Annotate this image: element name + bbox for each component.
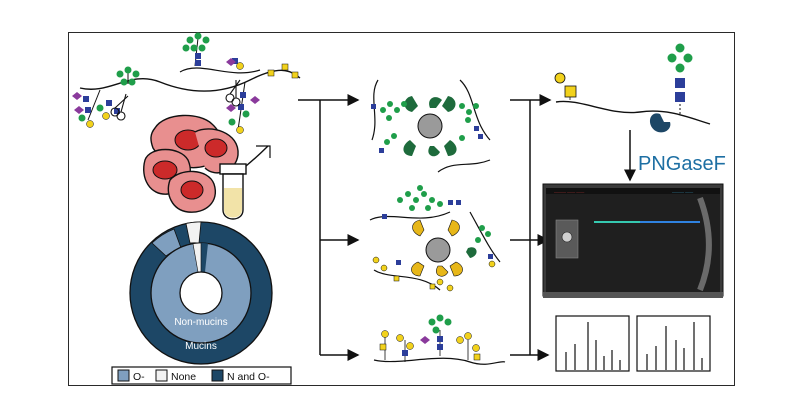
- glycan-chain-right: [226, 58, 299, 134]
- donut-hole: [179, 271, 223, 315]
- instrument-brand-text: ——— —— ——: [554, 189, 584, 194]
- donut-outer-label: Mucins: [185, 341, 217, 352]
- sample-tube-icon: [219, 145, 271, 220]
- legend-swatch-o: [117, 369, 130, 382]
- pngasef-label: PNGaseF: [638, 153, 726, 175]
- flow-arrows-left: [298, 94, 360, 361]
- legend-label-o: O-: [133, 371, 145, 383]
- unbound-glycoproteins: [373, 314, 506, 365]
- membrane-glycoproteins: [72, 32, 301, 134]
- glycosylation-donut: [129, 221, 273, 365]
- legend-swatch-none: [155, 369, 168, 382]
- pngasef-enzyme-icon: [649, 113, 671, 133]
- inner-slice-n-and-o: [201, 243, 208, 272]
- lectin-enrichment-mixed: [369, 185, 501, 292]
- donut-inner-label: Non-mucins: [174, 317, 227, 328]
- legend-label-n-and-o: N and O-: [227, 371, 270, 383]
- flow-arrows-right: [510, 94, 636, 361]
- lectin-enrichment-green: [371, 79, 491, 173]
- figure-frame: [68, 32, 735, 386]
- legend-label-none: None: [171, 371, 196, 383]
- glycan-tree-pngasef: [649, 43, 693, 133]
- mass-spectrometer-icon: ——— —— —— ——— ——: [542, 183, 724, 298]
- pngasef-cleavage: [554, 43, 711, 133]
- legend-swatch-n-and-o: [211, 369, 224, 382]
- instrument-screen-text: ——— ——: [672, 189, 693, 194]
- glycan-tree-top: [182, 32, 210, 67]
- glycan-tree-mid: [96, 66, 140, 120]
- cell-cluster-icon: [143, 114, 239, 213]
- donut-legend: O- None N and O-: [111, 366, 292, 385]
- glycan-chain-left: [72, 89, 101, 128]
- scissors-icon: [110, 93, 129, 121]
- mass-spectrum-1: [555, 315, 630, 372]
- scissors-icon: [225, 79, 241, 107]
- mass-spectrum-2: [636, 315, 711, 372]
